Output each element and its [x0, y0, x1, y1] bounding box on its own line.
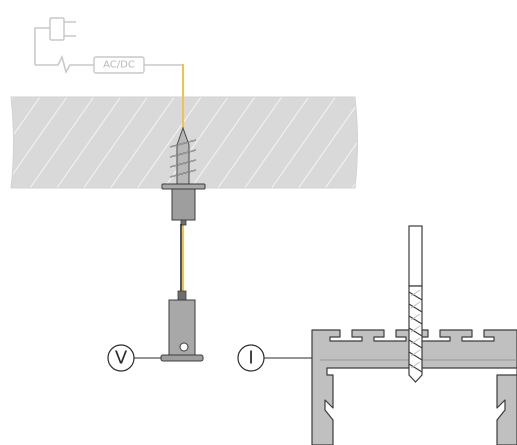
power-supply-label: AC/DC: [103, 60, 135, 71]
screw-icon: [169, 126, 197, 186]
gripper-fitting: [160, 290, 204, 362]
drill-bit-icon: [408, 225, 423, 383]
power-supply-box: AC/DC: [93, 56, 184, 100]
callout-i: I: [237, 344, 318, 372]
callout-v: V: [107, 344, 161, 372]
power-plug-icon: [34, 17, 94, 74]
ceiling-socket: [161, 183, 206, 226]
callout-i-label: I: [248, 348, 253, 369]
callout-v-label: V: [115, 348, 128, 369]
